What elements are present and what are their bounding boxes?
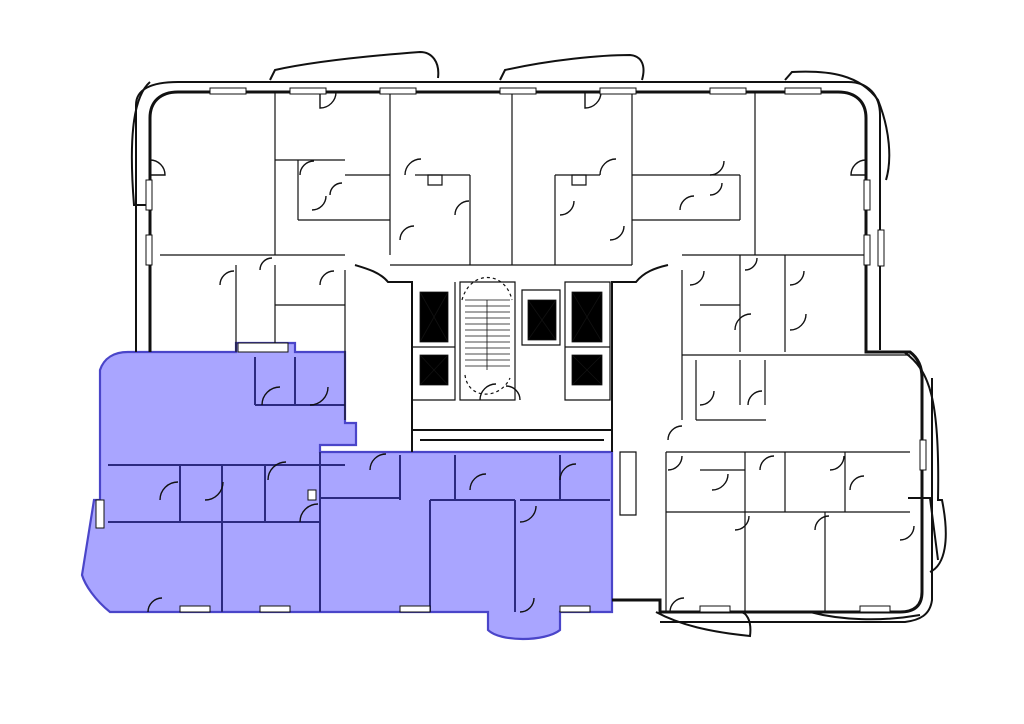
building-core bbox=[354, 264, 669, 452]
selected-apartment[interactable] bbox=[80, 341, 614, 641]
upper-apartments bbox=[149, 91, 867, 420]
windows bbox=[95, 87, 927, 613]
outer-walls bbox=[135, 81, 933, 623]
balconies bbox=[130, 50, 947, 638]
right-apartments bbox=[619, 354, 915, 613]
